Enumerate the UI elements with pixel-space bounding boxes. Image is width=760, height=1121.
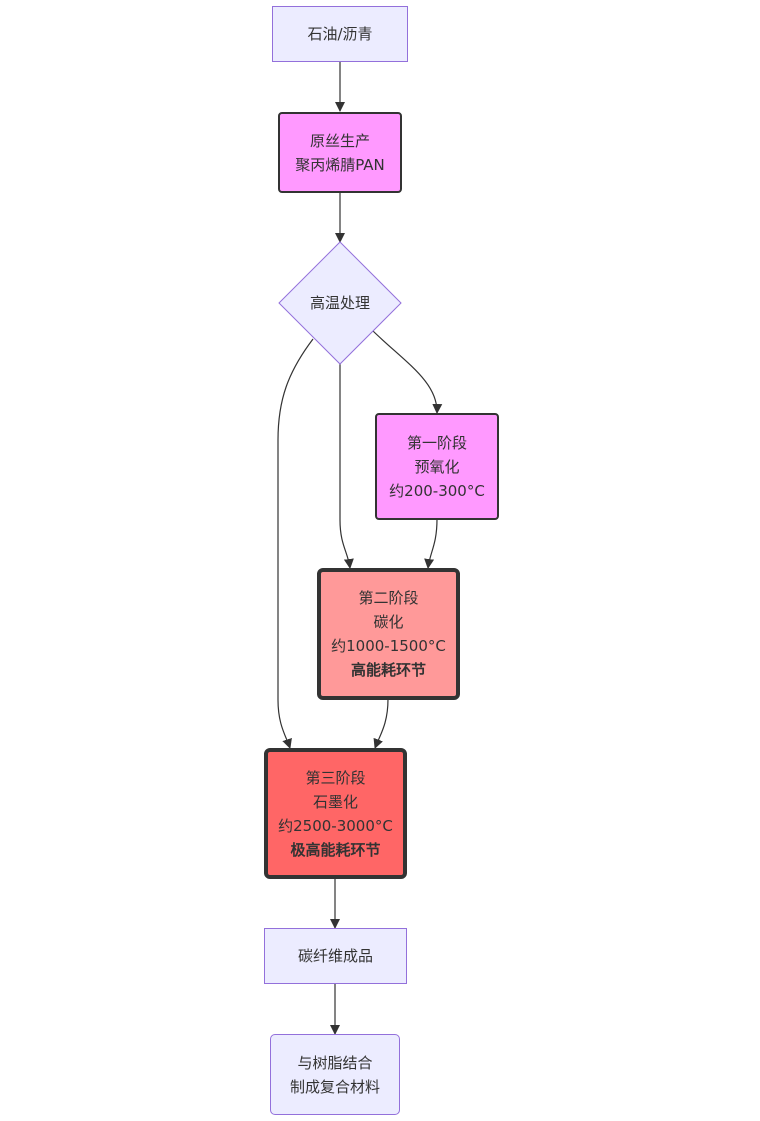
- node-raw-material-label: 石油/沥青: [307, 25, 373, 43]
- edge-heat-to-stage2: [339, 363, 354, 569]
- node-product: 碳纤维成品: [264, 928, 407, 984]
- node-stage3-line1: 第三阶段: [305, 768, 366, 787]
- node-stage1: 第一阶段 预氧化 约200-300°C: [375, 413, 499, 520]
- node-composite: 与树脂结合 制成复合材料: [270, 1034, 400, 1115]
- node-stage1-line1: 第一阶段: [406, 433, 467, 452]
- node-stage2-line3: 约1000-1500°C: [331, 637, 446, 655]
- node-raw-material: 石油/沥青: [272, 6, 408, 62]
- node-precursor-line1: 原丝生产: [309, 131, 370, 150]
- node-stage3-line2: 石墨化: [312, 792, 358, 811]
- edge-heat-to-stage3: [277, 338, 314, 749]
- node-stage3: 第三阶段 石墨化 约2500-3000°C 极高能耗环节: [264, 748, 407, 879]
- node-heat-treatment-label: 高温处理: [280, 292, 400, 314]
- edge-stage2-to-stage3: [373, 698, 389, 749]
- node-heat-treatment-text: 高温处理: [309, 294, 370, 312]
- node-composite-line1: 与树脂结合: [297, 1053, 373, 1072]
- node-product-label: 碳纤维成品: [297, 947, 373, 965]
- node-stage2-line1: 第二阶段: [358, 589, 419, 607]
- node-precursor: 原丝生产 聚丙烯腈PAN: [278, 112, 402, 193]
- node-stage2-line2: 碳化: [373, 613, 404, 631]
- node-stage3-line4: 极高能耗环节: [290, 840, 381, 859]
- node-stage1-line2: 预氧化: [414, 457, 460, 476]
- node-stage1-line3: 约200-300°C: [389, 481, 485, 500]
- node-stage2-line4: 高能耗环节: [350, 661, 426, 679]
- node-composite-line2: 制成复合材料: [289, 1077, 380, 1096]
- node-stage3-line3: 约2500-3000°C: [278, 816, 393, 835]
- heat-treatment-diamond: [278, 241, 402, 365]
- edge-stage1-to-stage2: [424, 518, 438, 569]
- node-precursor-line2: 聚丙烯腈PAN: [295, 155, 385, 174]
- edge-heat-to-stage1: [372, 330, 443, 414]
- node-stage2: 第二阶段 碳化 约1000-1500°C 高能耗环节: [317, 568, 460, 700]
